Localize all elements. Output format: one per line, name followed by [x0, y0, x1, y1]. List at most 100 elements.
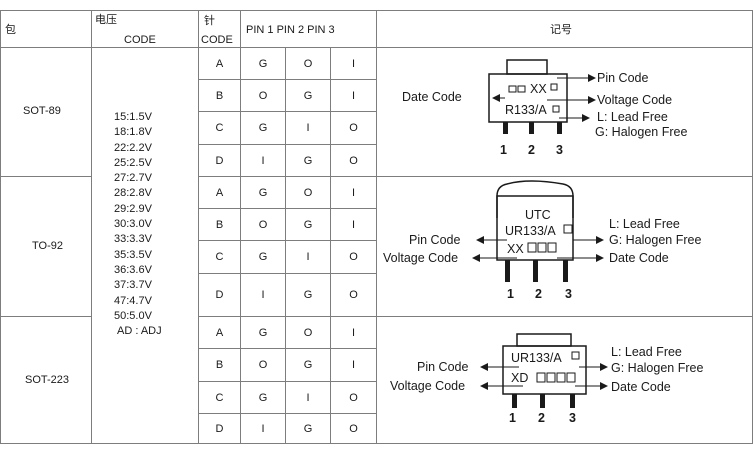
- pin1-cell: O: [258, 218, 268, 231]
- to92-pin-number: 1: [507, 287, 514, 301]
- voltage-code: 37:3.7V: [114, 279, 152, 292]
- sot89-pin-number: 1: [500, 143, 507, 157]
- sot223-pin-lead: [512, 394, 517, 408]
- pin1-cell: I: [261, 422, 265, 435]
- to92-pin-lead: [563, 260, 568, 282]
- sot89-pin-lead: [503, 122, 508, 134]
- sot89-pin-lead: [557, 122, 562, 134]
- sot223-voltage-code-label: Voltage Code: [390, 379, 465, 393]
- date-code-box: [546, 372, 556, 383]
- sot223-pin-lead: [540, 394, 545, 408]
- pin2-cell: G: [303, 218, 313, 231]
- pin2-cell: G: [303, 89, 313, 102]
- to92-part: UR133/A: [505, 224, 556, 238]
- pin-code-cell: D: [215, 154, 224, 167]
- to92-pin-number: 3: [565, 287, 572, 301]
- sot89-body: [488, 73, 568, 123]
- date-code-box: [566, 372, 576, 383]
- pin-code-cell: B: [215, 218, 224, 231]
- pin-code-cell: B: [215, 89, 224, 102]
- to92-pin-lead: [533, 260, 538, 282]
- lead-free-box: [563, 224, 573, 234]
- pin3-cell: I: [351, 218, 356, 231]
- pin3-cell: I: [351, 186, 356, 199]
- to92-date-code-label: Date Code: [609, 251, 669, 265]
- sot223-diagram: UR133/A XD 1 2 3 Pin Code Voltage Code L…: [390, 333, 703, 425]
- package-name: TO-92: [32, 240, 63, 252]
- pin3-cell: O: [349, 289, 358, 301]
- pin3-cell: O: [349, 391, 358, 404]
- pin-code-cell: A: [215, 57, 224, 70]
- to92-pin-code-label: Pin Code: [409, 233, 460, 247]
- pin-code-cell: C: [215, 251, 224, 263]
- sot223-tab: [516, 333, 572, 347]
- pin-code-cell: D: [215, 289, 224, 301]
- voltage-code: 47:4.7V: [114, 294, 152, 307]
- pin-code-cell: C: [215, 391, 224, 404]
- pin3-cell: O: [349, 251, 358, 263]
- date-code-box: [547, 242, 557, 253]
- header-pin-code: CODE: [201, 34, 233, 46]
- date-code-box: [508, 85, 517, 93]
- pin1-cell: G: [258, 186, 268, 199]
- voltage-code: 36:3.6V: [114, 263, 152, 276]
- sot223-lead-free-label: L: Lead Free: [611, 345, 682, 359]
- package-name: SOT-223: [25, 374, 70, 386]
- pin2-cell: O: [303, 186, 313, 199]
- sot223-pin-number: 1: [509, 411, 516, 425]
- header-marking: 记号: [550, 24, 572, 36]
- pin1-cell: I: [261, 154, 265, 167]
- sot223-part: UR133/A: [511, 351, 562, 365]
- pin1-cell: G: [258, 122, 268, 134]
- sot89-pin-code-label: Pin Code: [597, 71, 648, 85]
- header-pin: 针: [204, 15, 215, 27]
- sot89-lead-free-label: L: Lead Free: [597, 110, 668, 124]
- date-code-box: [527, 242, 537, 253]
- to92-brand: UTC: [525, 208, 551, 222]
- voltage-code: 29:2.9V: [114, 202, 152, 215]
- marking-diagrams: XX R133/A 1 2 3 Date Code Pin Code Volta…: [383, 59, 703, 425]
- pin1-cell: I: [261, 289, 265, 301]
- to92-halogen-free-label: G: Halogen Free: [609, 233, 701, 247]
- date-code-box: [556, 372, 566, 383]
- voltage-code: 15:1.5V: [114, 111, 152, 123]
- date-code-box: [537, 242, 547, 253]
- to92-pin-lead: [505, 260, 510, 282]
- lead-free-box: [552, 105, 560, 113]
- lead-free-box: [571, 351, 580, 360]
- pin1-cell: G: [258, 57, 268, 70]
- voltage-code: 33:3.3V: [114, 233, 152, 246]
- sot89-voltage-code-label: Voltage Code: [597, 93, 672, 107]
- voltage-code: 27:2.7V: [114, 172, 152, 185]
- pin3-cell: I: [351, 359, 356, 371]
- pin2-cell: G: [303, 289, 313, 301]
- to92-voltage-code-label: Voltage Code: [383, 251, 458, 265]
- pin3-cell: I: [351, 89, 356, 102]
- sot223-pin-number: 2: [538, 411, 545, 425]
- sot89-pin-number: 2: [528, 143, 535, 157]
- pin3-cell: I: [351, 326, 356, 339]
- sot223-pin-code-label: Pin Code: [417, 360, 468, 374]
- pin3-cell: O: [349, 154, 358, 167]
- pin-code-cell: A: [215, 326, 224, 339]
- voltage-code: 30:3.0V: [114, 218, 152, 231]
- header-voltage: 电压: [95, 14, 117, 26]
- voltage-code: 22:2.2V: [114, 141, 152, 154]
- sot89-part: R133/A: [505, 103, 547, 117]
- pin2-cell: I: [306, 391, 310, 404]
- to92-diagram: UTC UR133/A XX 1 2 3 Pin Code Voltage Co…: [383, 180, 701, 301]
- pin1-cell: O: [258, 89, 268, 102]
- sot223-halogen-free-label: G: Halogen Free: [611, 361, 703, 375]
- pin2-cell: G: [303, 359, 313, 371]
- sot89-date-code-label: Date Code: [402, 90, 462, 104]
- pin-code-cell: D: [215, 422, 224, 435]
- header-package: 包: [5, 24, 16, 36]
- pin-code-cell: B: [215, 359, 224, 371]
- pin-code-box: [550, 83, 558, 91]
- to92-dome: [496, 180, 574, 218]
- pin2-cell: I: [306, 251, 310, 263]
- voltage-code: 35:3.5V: [114, 248, 152, 261]
- sot89-top-code: XX: [530, 82, 547, 96]
- sot89-diagram: XX R133/A 1 2 3 Date Code Pin Code Volta…: [402, 59, 687, 157]
